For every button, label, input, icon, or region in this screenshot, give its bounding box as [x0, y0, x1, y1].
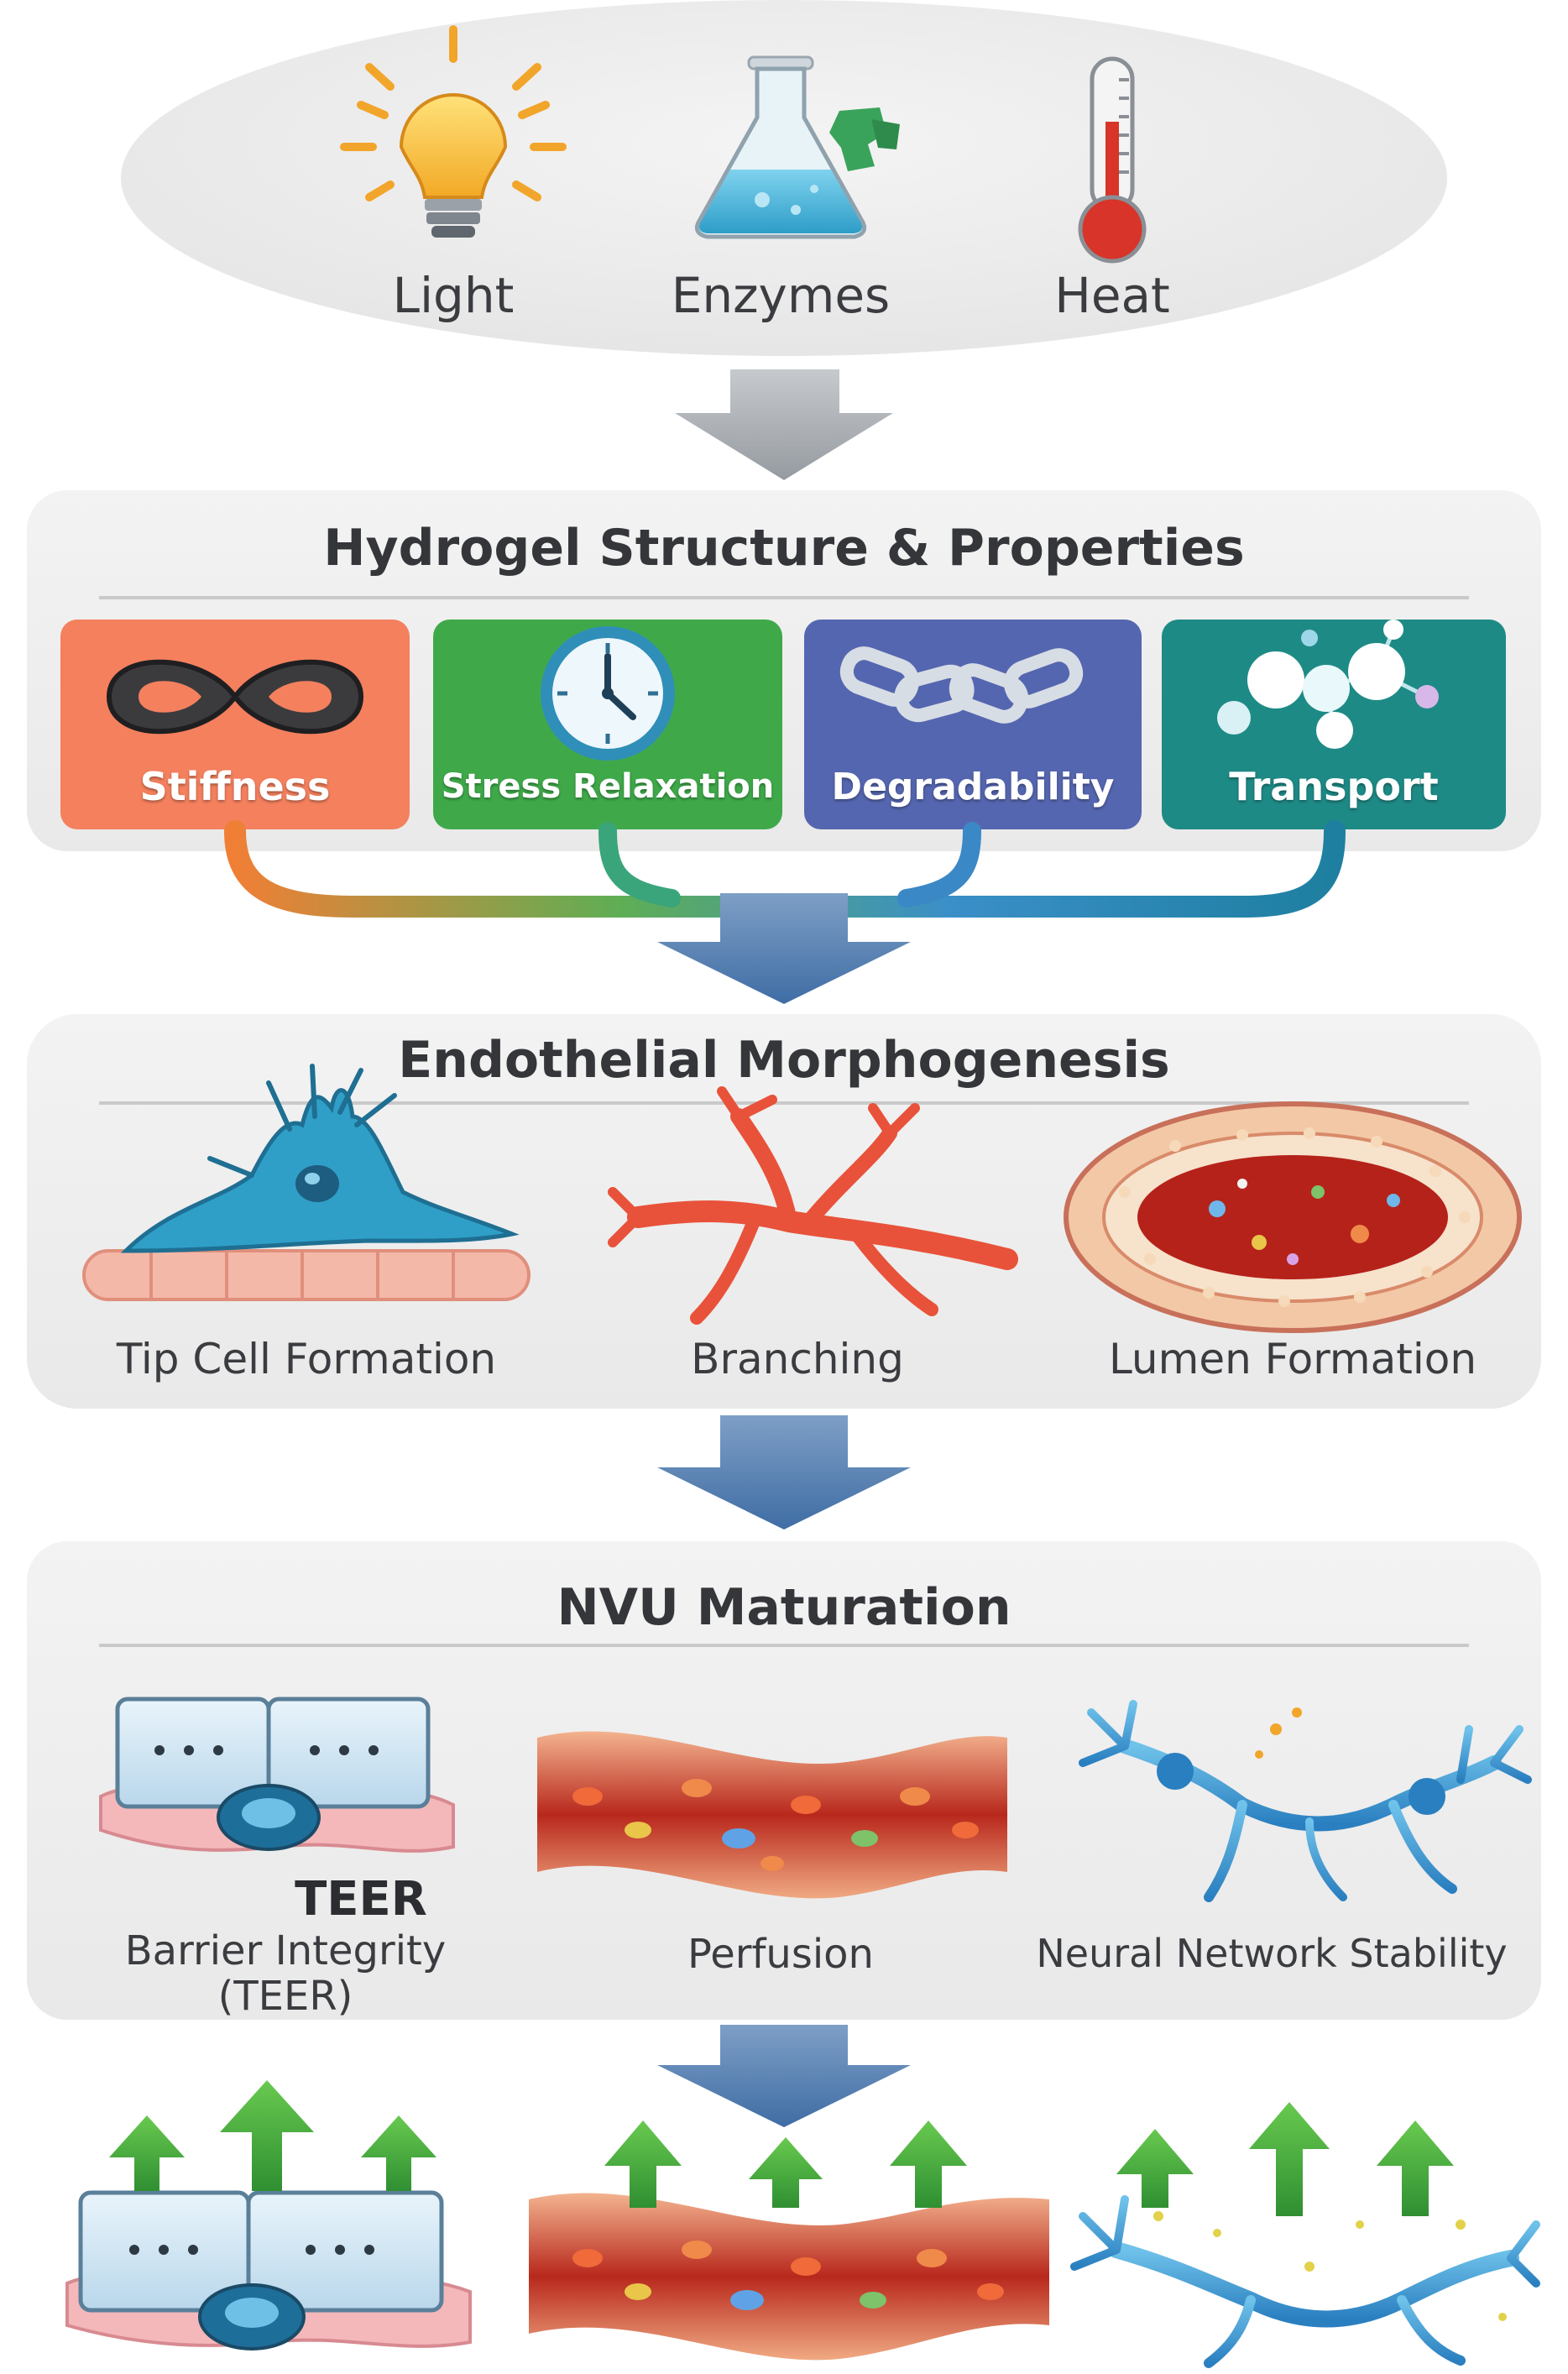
clock-icon: [541, 626, 675, 761]
property-label-transport: Transport: [1229, 764, 1439, 809]
outcome-perfusion-icon: [529, 2193, 1049, 2361]
degradability-box: [804, 620, 1142, 829]
branching-vessel-icon: [608, 1086, 1018, 1325]
neural-network-stability-label: Neural Network Stability: [1036, 1931, 1508, 1976]
property-label-stress-relaxation: Stress Relaxation: [441, 767, 775, 806]
morph-label-tip-cell: Tip Cell Formation: [116, 1335, 497, 1383]
chain-icon: [839, 646, 1084, 724]
property-label-degradability: Degradability: [831, 766, 1115, 808]
outcome-barrier-icon: [65, 2190, 472, 2350]
increase-arrows-perfusion: [604, 2120, 967, 2208]
perfusion-vessel-icon: [537, 1731, 1007, 1899]
morph-label-branching: Branching: [691, 1335, 904, 1383]
property-label-stiffness: Stiffness: [139, 764, 331, 809]
perfusion-label: Perfusion: [687, 1931, 874, 1978]
neurotransmitter-dots: [1255, 1707, 1302, 1759]
flow-arrow-1: [675, 369, 893, 480]
flask-icon: [694, 55, 900, 239]
flow-arrow-3: [657, 1415, 911, 1530]
tip-cell-icon: [82, 1064, 531, 1301]
morph-label-lumen: Lumen Formation: [1108, 1335, 1477, 1383]
outcome-neural-dots: [1153, 2211, 1507, 2321]
light-bulb-icon: [340, 25, 567, 238]
flow-arrow-2: [657, 893, 911, 1004]
barrier-cells-icon: [99, 1697, 455, 1853]
infinity-band-icon: [106, 659, 364, 735]
stimulus-label-enzymes: Enzymes: [671, 267, 891, 324]
thermometer-icon: [1078, 56, 1147, 264]
barrier-teer-label: (TEER): [217, 1973, 353, 2020]
stimulus-label-light: Light: [392, 267, 515, 324]
teer-heading: TEER: [295, 1872, 427, 1927]
hydrogel-panel-title: Hydrogel Structure & Properties: [323, 519, 1245, 578]
barrier-integrity-label: Barrier Integrity: [124, 1927, 447, 1974]
increase-arrows-barrier: [109, 2080, 436, 2191]
morphogenesis-panel-title: Endothelial Morphogenesis: [398, 1031, 1170, 1090]
stimulus-label-heat: Heat: [1054, 267, 1170, 324]
flow-arrow-4: [657, 2025, 911, 2127]
neuron-bodies: [1157, 1753, 1445, 1815]
nvu-panel-title: NVU Maturation: [557, 1578, 1011, 1637]
lumen-cross-section-icon: [1064, 1101, 1522, 1333]
property-connector: [224, 820, 1346, 918]
outcome-neural-icon: [1070, 2195, 1540, 2368]
increase-arrows-neural: [1116, 2102, 1454, 2216]
molecules-icon: [1217, 620, 1439, 749]
